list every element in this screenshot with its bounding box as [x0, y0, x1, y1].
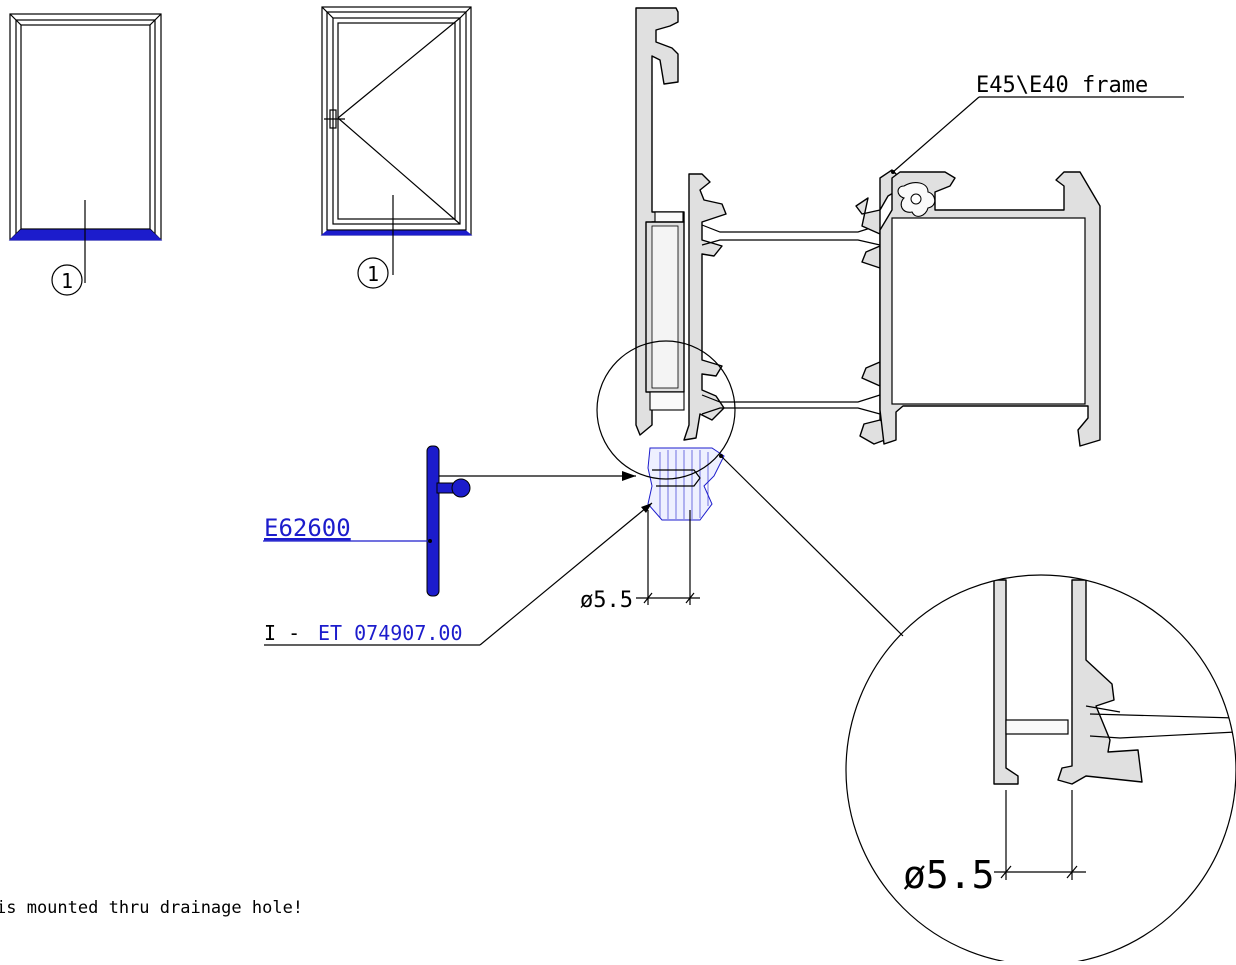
accessory-leader: I - ET 074907.00: [264, 502, 653, 646]
diameter-label: ø5.5: [580, 588, 633, 613]
diameter-dimension: ø5.5: [580, 510, 700, 613]
frame-label: E45\E40 frame: [976, 73, 1148, 98]
accessory-prefix: I -: [264, 621, 300, 645]
detail-circle: [845, 574, 1236, 965]
opening-window-elevation: 1: [320, 6, 473, 289]
frame-leader: E45\E40 frame: [891, 73, 1184, 174]
callout-bubble: [51, 264, 83, 296]
detail-diameter-label: ø5.5: [903, 853, 995, 897]
enlarged-detail: ø5.5: [845, 574, 1236, 965]
fixed-window-elevation: 1: [8, 13, 163, 296]
detail-marker-circle: [596, 340, 736, 480]
callout-number-opening: 1: [367, 262, 379, 286]
mounting-note: is mounted thru drainage hole!: [0, 898, 303, 918]
drainage-highlight-opening: [320, 230, 473, 236]
section-profile: [596, 7, 1101, 637]
drainage-insert: [647, 447, 725, 521]
callout-bubble: [357, 257, 389, 289]
profile-code-label[interactable]: E62600: [264, 514, 351, 542]
accessory-code-label[interactable]: ET 074907.00: [318, 621, 463, 645]
drainage-cap-profile: E62600: [263, 445, 636, 597]
callout-number-fixed: 1: [61, 269, 73, 293]
